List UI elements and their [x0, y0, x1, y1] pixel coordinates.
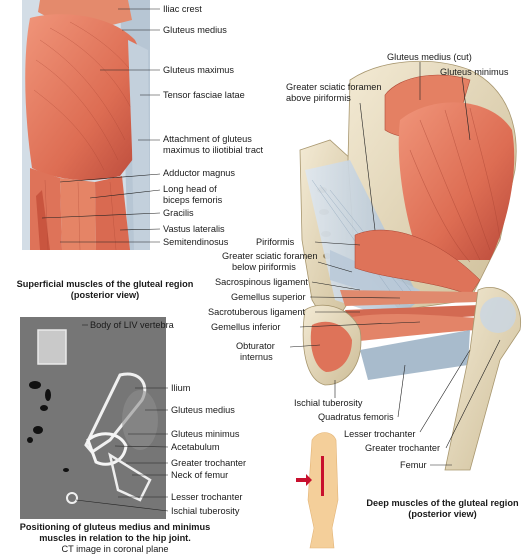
label-ct-ischial-tuberosity: Ischial tuberosity	[171, 506, 240, 516]
label-iliac-crest: Iliac crest	[163, 4, 202, 14]
label-long-head-line-1: Long head of	[163, 184, 217, 194]
ct-caption-line-1: Positioning of gluteus medius and minimu…	[19, 522, 211, 532]
label-gemellus-superior: Gemellus superior	[231, 292, 306, 302]
superficial-caption-view: (posterior view)	[70, 290, 140, 300]
label-long-head-line-2: biceps femoris	[163, 195, 223, 205]
label-gluteus-medius-cut: Gluteus medius (cut)	[387, 52, 472, 62]
label-obturator-line-1: Obturator	[236, 341, 275, 351]
label-ct-gluteus-minimus: Gluteus minimus	[171, 429, 240, 439]
leg-orientation-inset	[296, 432, 339, 549]
label-attachment-line-1: Attachment of gluteus	[163, 134, 252, 144]
superficial-caption-title: Superficial muscles of the gluteal regio…	[16, 279, 194, 289]
label-sacrospinous-ligament: Sacrospinous ligament	[215, 277, 308, 287]
label-attachment-line-2: maximus to iliotibial tract	[163, 145, 264, 155]
label-ct-ilium: Ilium	[171, 383, 191, 393]
label-ct-lesser-trochanter: Lesser trochanter	[171, 492, 243, 502]
label-obturator-line-2: internus	[240, 352, 273, 362]
ct-image	[20, 317, 166, 519]
label-sacrotuberous-ligament: Sacrotuberous ligament	[208, 307, 306, 317]
label-ct-gluteus-medius: Gluteus medius	[171, 405, 235, 415]
ct-caption-line-3: CT image in coronal plane	[61, 544, 169, 554]
gluteus-maximus-shape	[25, 14, 147, 181]
label-vastus-lateralis: Vastus lateralis	[163, 224, 225, 234]
label-ct-acetabulum: Acetabulum	[171, 442, 220, 452]
label-deep-greater-trochanter: Greater trochanter	[365, 443, 441, 453]
label-gsf-above-line-2: above piriformis	[286, 93, 351, 103]
label-adductor-magnus: Adductor magnus	[163, 168, 236, 178]
label-piriformis: Piriformis	[256, 237, 295, 247]
label-ct-neck-of-femur: Neck of femur	[171, 470, 229, 480]
label-quadratus-femoris: Quadratus femoris	[318, 412, 394, 422]
label-gemellus-inferior: Gemellus inferior	[211, 322, 281, 332]
label-gsf-below-line-2: below piriformis	[232, 262, 296, 272]
ct-caption-line-2: muscles in relation to the hip joint.	[39, 533, 191, 543]
label-deep-gluteus-minimus: Gluteus minimus	[440, 67, 509, 77]
label-gsf-above-line-1: Greater sciatic foramen	[286, 82, 382, 92]
label-ct-greater-trochanter: Greater trochanter	[171, 458, 247, 468]
deep-gluteal-illustration	[299, 60, 522, 471]
label-deep-lesser-trochanter: Lesser trochanter	[344, 429, 416, 439]
label-gsf-below-line-1: Greater sciatic foramen	[222, 251, 318, 261]
femur-shape	[444, 287, 522, 471]
label-gracilis: Gracilis	[163, 208, 194, 218]
label-gluteus-maximus: Gluteus maximus	[163, 65, 234, 75]
gluteus-minimus-shape	[398, 102, 515, 260]
label-femur: Femur	[400, 460, 427, 470]
deep-caption-title: Deep muscles of the gluteal region	[366, 498, 519, 508]
leader-lines	[41, 8, 501, 512]
label-body-liv-vertebra: Body of LIV vertebra	[90, 320, 174, 330]
label-semitendinosus: Semitendinosus	[163, 237, 229, 247]
label-deep-ischial-tuberosity: Ischial tuberosity	[294, 398, 363, 408]
deep-caption-view: (posterior view)	[408, 509, 477, 519]
label-tensor-fasciae-latae: Tensor fasciae latae	[163, 90, 245, 100]
label-gluteus-medius: Gluteus medius	[163, 25, 227, 35]
superficial-gluteal-illustration	[22, 0, 150, 251]
